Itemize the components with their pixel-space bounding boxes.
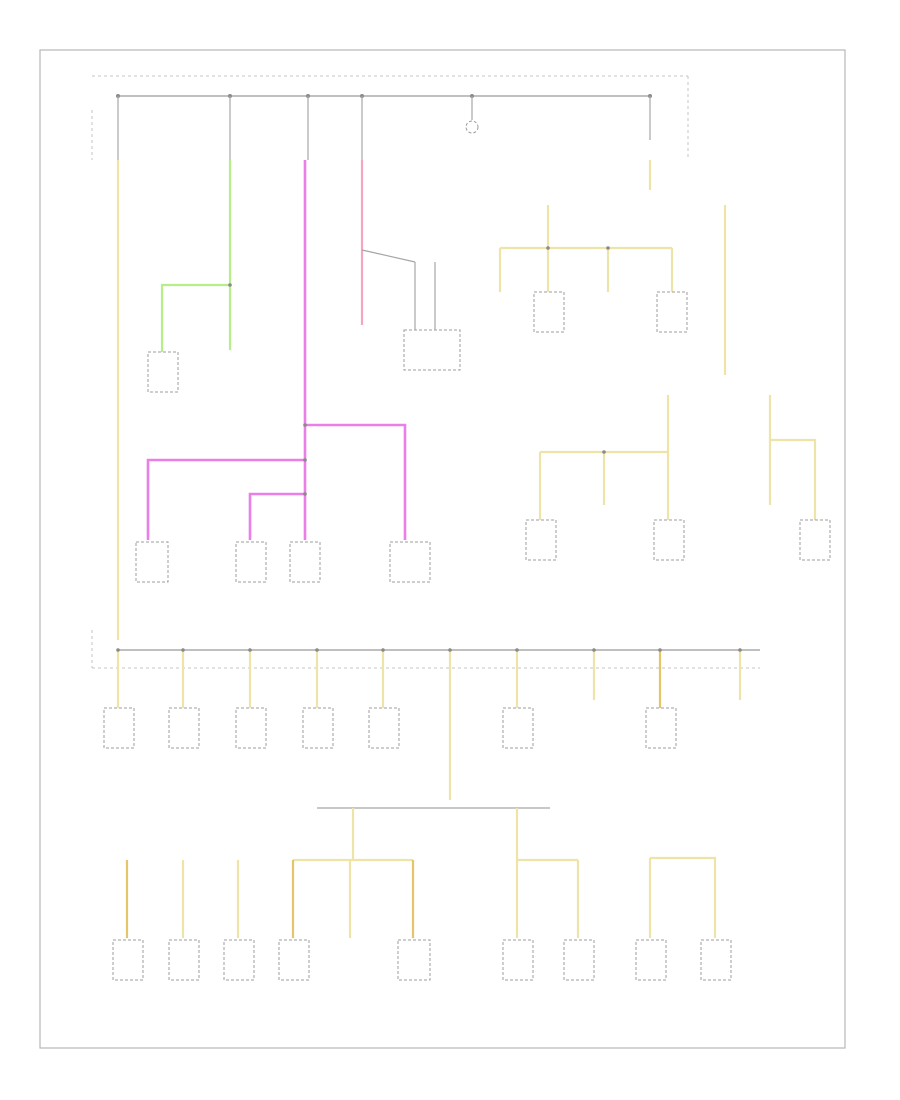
component-box bbox=[302, 707, 334, 749]
splice-node bbox=[248, 648, 252, 652]
splice-node bbox=[592, 648, 596, 652]
splice-node bbox=[658, 648, 662, 652]
component-box bbox=[502, 707, 534, 749]
fuse-symbol bbox=[465, 120, 479, 134]
upper-right-cluster bbox=[498, 160, 727, 375]
component-box bbox=[235, 541, 267, 583]
component-box bbox=[368, 707, 400, 749]
component-box bbox=[389, 541, 431, 583]
lower-row-components bbox=[103, 648, 742, 800]
splice-node bbox=[515, 648, 519, 652]
yellow-wire bbox=[650, 856, 717, 938]
pink-circuit bbox=[360, 160, 461, 371]
magenta-wire bbox=[248, 492, 305, 540]
magenta-wire bbox=[305, 423, 407, 540]
diagram-border bbox=[39, 49, 846, 1049]
component-box bbox=[533, 291, 565, 333]
component-box bbox=[135, 541, 169, 583]
component-box bbox=[278, 939, 310, 981]
component-box bbox=[289, 541, 321, 583]
component-box bbox=[168, 939, 200, 981]
component-box bbox=[235, 707, 267, 749]
component-box bbox=[403, 329, 461, 371]
component-box bbox=[799, 519, 831, 561]
component-box bbox=[563, 939, 595, 981]
middle-right-cluster bbox=[525, 395, 831, 561]
splice-node bbox=[602, 450, 606, 454]
splice-node bbox=[303, 423, 307, 427]
component-box bbox=[525, 519, 557, 561]
component-box bbox=[653, 519, 685, 561]
splice-node bbox=[606, 246, 610, 250]
lower-distribution-bus bbox=[91, 630, 760, 669]
splice-node bbox=[381, 648, 385, 652]
component-box bbox=[502, 939, 534, 981]
splice-node bbox=[303, 458, 307, 462]
yellow-wire bbox=[770, 438, 817, 520]
splice-node bbox=[303, 492, 307, 496]
magenta-circuit bbox=[135, 160, 431, 583]
component-box bbox=[223, 939, 255, 981]
splice-node bbox=[546, 246, 550, 250]
fuse-supply-section bbox=[91, 75, 689, 160]
component-box bbox=[645, 707, 677, 749]
splice-node bbox=[315, 648, 319, 652]
splice-node bbox=[181, 648, 185, 652]
splice-node bbox=[448, 648, 452, 652]
component-box bbox=[700, 939, 732, 981]
splice-node bbox=[738, 648, 742, 652]
green-wire bbox=[160, 283, 230, 352]
component-box bbox=[656, 291, 688, 333]
magenta-wire bbox=[146, 458, 305, 540]
bottom-distribution bbox=[112, 807, 732, 981]
green-circuit bbox=[147, 160, 232, 393]
component-box bbox=[635, 939, 667, 981]
component-box bbox=[397, 939, 431, 981]
component-box bbox=[103, 707, 135, 749]
splice-node bbox=[116, 648, 120, 652]
component-box bbox=[112, 939, 144, 981]
component-box bbox=[168, 707, 200, 749]
wire bbox=[361, 249, 416, 263]
splice-node bbox=[228, 283, 232, 287]
component-box bbox=[147, 351, 179, 393]
